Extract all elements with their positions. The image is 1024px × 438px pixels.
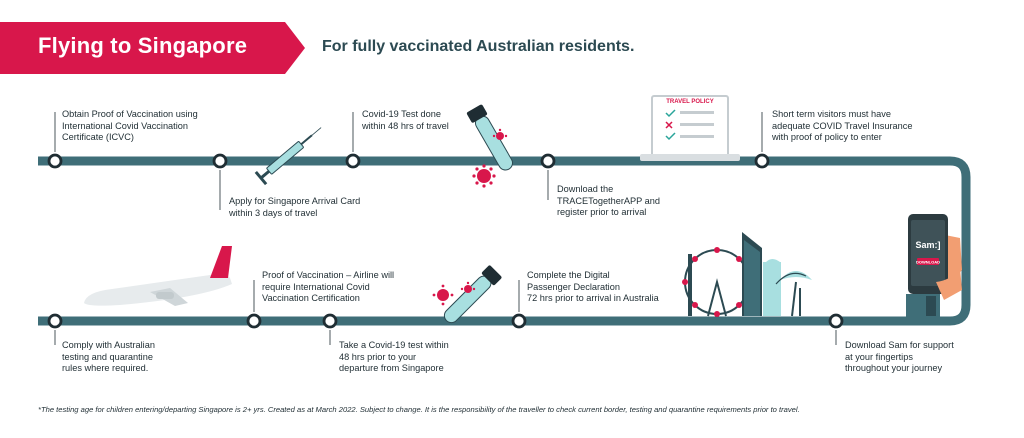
step-line: International Covid Vaccination [62, 120, 188, 131]
step-line: Passenger Declaration [527, 281, 620, 292]
step-line: Obtain Proof of Vaccination using [62, 109, 198, 119]
step-line: within 48 hrs of travel [362, 120, 449, 131]
virus-icon [432, 281, 476, 306]
step-airline-proof: Proof of Vaccination – Airline will requ… [262, 270, 394, 305]
track-nodes [47, 153, 844, 329]
step-australian-quarantine: Comply with Australian testing and quara… [62, 340, 155, 375]
page-title: Flying to Singapore [38, 33, 248, 58]
node-airline-proof [246, 313, 262, 329]
step-line: Vaccination Certification [262, 293, 360, 304]
travel-policy-label: TRAVEL POLICY [666, 99, 713, 105]
node-tracetogether [540, 153, 556, 169]
step-line: Proof of Vaccination – Airline will [262, 270, 395, 280]
step-line: Covid-19 Test done [362, 109, 441, 119]
step-line: Complete the Digital [527, 270, 610, 280]
travel-policy-laptop-icon: TRAVEL POLICY [640, 95, 740, 161]
step-line: throughout your journey [845, 363, 943, 374]
node-travel-insurance [754, 153, 770, 169]
step-travel-insurance: Short term visitors must have adequate C… [772, 109, 912, 144]
phone-app-label: Sam:] [915, 240, 940, 250]
node-download-sam [828, 313, 844, 329]
step-line: require International Covid [262, 281, 370, 292]
node-covid-test-singapore [322, 313, 338, 329]
step-line: Download the [557, 184, 614, 194]
step-line: 48 hrs prior to your [339, 351, 417, 362]
step-line: Comply with Australian [62, 340, 155, 350]
node-digital-passenger-declaration [511, 313, 527, 329]
step-digital-passenger-declaration: Complete the Digital Passenger Declarati… [527, 270, 659, 305]
step-line: Apply for Singapore Arrival Card [229, 196, 361, 206]
test-tube-icon [443, 265, 502, 324]
footnote: *The testing age for children entering/d… [38, 405, 800, 414]
step-line: Take a Covid-19 test within [339, 340, 449, 350]
step-line: departure from Singapore [339, 363, 444, 374]
step-line: at your fingertips [845, 351, 913, 362]
step-line: register prior to arrival [557, 207, 647, 218]
title-banner [0, 22, 305, 74]
node-australian-quarantine [47, 313, 63, 329]
step-line: Download Sam for support [845, 340, 954, 350]
syringe-icon [254, 127, 322, 186]
phone-download-label: DOWNLOAD [916, 260, 940, 265]
singapore-skyline-icon [682, 232, 812, 317]
step-line: Short term visitors must have [772, 109, 891, 119]
step-line: 72 hrs prior to arrival in Australia [527, 293, 659, 304]
step-line: rules where required. [62, 363, 149, 374]
step-line: with proof of policy to enter [772, 132, 882, 143]
node-covid-test-48 [345, 153, 361, 169]
step-line: adequate COVID Travel Insurance [772, 120, 913, 131]
step-line: testing and quarantine [62, 351, 153, 362]
step-line: Certificate (ICVC) [62, 132, 134, 143]
airplane-icon [84, 246, 232, 306]
step-covid-test-singapore: Take a Covid-19 test within 48 hrs prior… [339, 340, 449, 375]
phone-icon: Sam:] DOWNLOAD [906, 214, 962, 318]
step-download-sam: Download Sam for support at your fingert… [845, 340, 954, 375]
node-proof-of-vaccination [47, 153, 63, 169]
step-arrival-card: Apply for Singapore Arrival Card within … [229, 196, 360, 219]
step-covid-test-48: Covid-19 Test done within 48 hrs of trav… [362, 109, 449, 132]
page-subtitle: For fully vaccinated Australian resident… [322, 38, 635, 55]
journey-track [38, 156, 971, 326]
step-line: TRACETogetherAPP and [557, 195, 660, 206]
virus-icon [472, 128, 508, 188]
step-line: within 3 days of travel [229, 207, 318, 218]
step-tracetogether: Download the TRACETogetherAPP and regist… [557, 184, 660, 219]
step-proof-of-vaccination: Obtain Proof of Vaccination using Intern… [62, 109, 198, 144]
node-arrival-card [212, 153, 228, 169]
test-tube-icon [466, 104, 513, 171]
